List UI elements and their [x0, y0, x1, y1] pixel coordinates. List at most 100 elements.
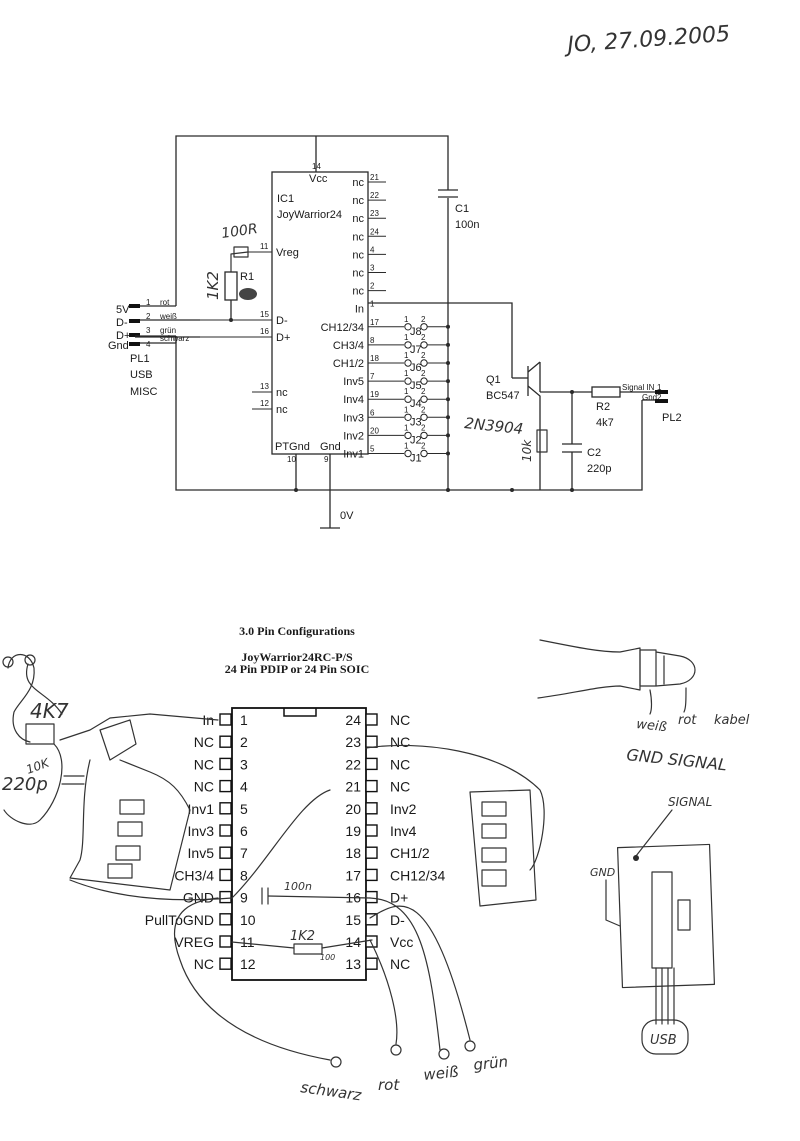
- ic-pin-label-2: nc: [352, 286, 364, 298]
- date-note: JO, 27.09.2005: [563, 22, 731, 59]
- dip-pin-box-14: [365, 935, 378, 948]
- dip-pin-box-5: [219, 802, 232, 815]
- dip-pin-num-22: 22: [345, 756, 361, 772]
- dip-pin-num-18: 18: [345, 845, 361, 861]
- hand-plug-kabel: kabel: [714, 713, 750, 728]
- dip-pin-num-5: 5: [240, 801, 248, 817]
- dip-pin-box-21: [365, 779, 378, 793]
- jumper-pin2-J4: [420, 395, 428, 403]
- schematic: 14 Vcc IC1 JoyWarrior24 PTGnd Gnd 11 Vre…: [108, 135, 682, 529]
- pl1-wire-weiss: weiß: [159, 312, 177, 321]
- dip-pin-label-6: Inv3: [188, 823, 215, 839]
- jumper-num2-J3: 2: [421, 405, 426, 414]
- r1-value-hand: 1K2: [204, 271, 222, 300]
- jumper-num1-J7: 1: [404, 333, 409, 342]
- ic-pin-label-23: nc: [352, 213, 364, 225]
- jumper-J4: J4: [410, 398, 422, 410]
- jumper-num2-J6: 2: [421, 351, 426, 360]
- ic-pin-label-1: In: [355, 304, 364, 316]
- ic-pin-num-11: 11: [260, 242, 269, 251]
- pl1-wire-schwarz: schwarz: [160, 334, 189, 343]
- jumper-num2-J1: 2: [421, 442, 426, 451]
- pl2-num-2: 2: [657, 393, 662, 402]
- dip-pin-num-12: 12: [240, 956, 256, 972]
- pl2-ref: PL2: [662, 412, 682, 424]
- dip-pin-num-10: 10: [240, 912, 256, 928]
- jumper-pin1-J7: [404, 341, 412, 349]
- pl2-pin-signal: Signal IN: [622, 383, 655, 392]
- jumper-pin1-J3: [404, 413, 412, 421]
- pl1-ref: PL1: [130, 353, 150, 365]
- dip-pin-box-3: [219, 757, 232, 771]
- ic-pin-label-18: CH1/2: [333, 358, 364, 370]
- pl1-num-2: 2: [146, 312, 151, 321]
- dip-pin-box-11: [219, 935, 232, 948]
- ic-pin-num-1: 1: [370, 300, 375, 309]
- dip-pin-label-14: Vcc: [390, 934, 413, 950]
- pl1-connector: 5V D- D+ Gnd 1 2 3 4 rot weiß grün schwa…: [108, 298, 200, 398]
- dip-pin-num-4: 4: [240, 779, 248, 795]
- q1-ref: Q1: [486, 374, 501, 386]
- ic-pin-num-23: 23: [370, 209, 379, 218]
- ic1-ref: IC1: [277, 193, 294, 205]
- jumper-pin1-J5: [404, 377, 412, 385]
- dip-pin-label-24: NC: [390, 712, 410, 728]
- dip-pin-box-9: [219, 890, 232, 904]
- ic-pin-num-21: 21: [370, 173, 379, 182]
- jumper-pin2-J1: [420, 449, 428, 458]
- ic-pin-label-22: nc: [352, 195, 364, 207]
- hand-usb: USB: [650, 1033, 677, 1048]
- ic-pin-num-19: 19: [370, 390, 379, 399]
- hand-board-gnd: GND: [590, 866, 615, 879]
- ic-pin-label-dminus: D-: [276, 315, 288, 327]
- hand-plug-weiss: weiß: [636, 717, 668, 735]
- dip-pin-box-24: [365, 713, 378, 726]
- dip-pin-num-1: 1: [240, 712, 248, 728]
- dip-pin-label-18: CH1/2: [390, 845, 430, 861]
- hand-board-signal: SIGNAL: [668, 795, 712, 809]
- q1-transistor: Q1 BC547 2N3904 10k: [464, 361, 592, 490]
- dip-pin-box-23: [365, 735, 378, 748]
- ic1-name: JoyWarrior24: [277, 209, 342, 221]
- jumper-J1: J1: [410, 453, 422, 465]
- hand-4k7: 4K7: [30, 699, 69, 723]
- dip-pin-num-21: 21: [345, 779, 361, 795]
- dip-pin-num-3: 3: [240, 756, 248, 772]
- ic-pin-num-2: 2: [370, 282, 375, 291]
- dip-pin-num-11: 11: [240, 934, 255, 950]
- jumper-num1-J5: 1: [404, 369, 409, 378]
- pl1-pin-gnd: Gnd: [108, 340, 129, 352]
- dip-pin-num-2: 2: [240, 734, 248, 750]
- jumper-num1-J4: 1: [404, 387, 409, 396]
- jumper-pin2-J2: [420, 431, 428, 440]
- dip-pin-num-7: 7: [240, 845, 248, 861]
- ic-pin-num-24: 24: [370, 227, 379, 236]
- ic-pin-num-18: 18: [370, 354, 379, 363]
- jumper-num2-J5: 2: [421, 369, 426, 378]
- q1-hand-label: 2N3904: [464, 414, 525, 438]
- jumper-pin1-J6: [404, 359, 412, 367]
- dip-pin-label-15: D-: [390, 912, 405, 928]
- hand-weiss: weiß: [423, 1062, 460, 1084]
- dip-pin-box-8: [219, 868, 232, 882]
- dip-pin-label-7: Inv5: [188, 845, 215, 861]
- ic-pin-num-9: 9: [324, 455, 329, 464]
- hand-220p: 220p: [2, 774, 48, 795]
- c1-ref: C1: [455, 203, 469, 215]
- dip-pin-label-9: GND: [183, 890, 214, 906]
- c1-value: 100n: [455, 219, 479, 231]
- dip-chip-notch: [283, 708, 317, 717]
- jumper-num1-J2: 1: [404, 423, 409, 432]
- jumper-num1-J3: 1: [404, 405, 409, 414]
- dip-pin-num-17: 17: [345, 867, 361, 883]
- hand-plug-caption: GND SIGNAL: [626, 745, 728, 774]
- jumper-num2-J4: 2: [421, 387, 426, 396]
- jumper-pin1-J2: [404, 431, 412, 440]
- ic-pin-label-7: Inv5: [343, 376, 364, 388]
- ic-pin-label-4: nc: [352, 249, 364, 261]
- ic-pin-num-17: 17: [370, 318, 379, 327]
- hand-rot: rot: [378, 1076, 400, 1094]
